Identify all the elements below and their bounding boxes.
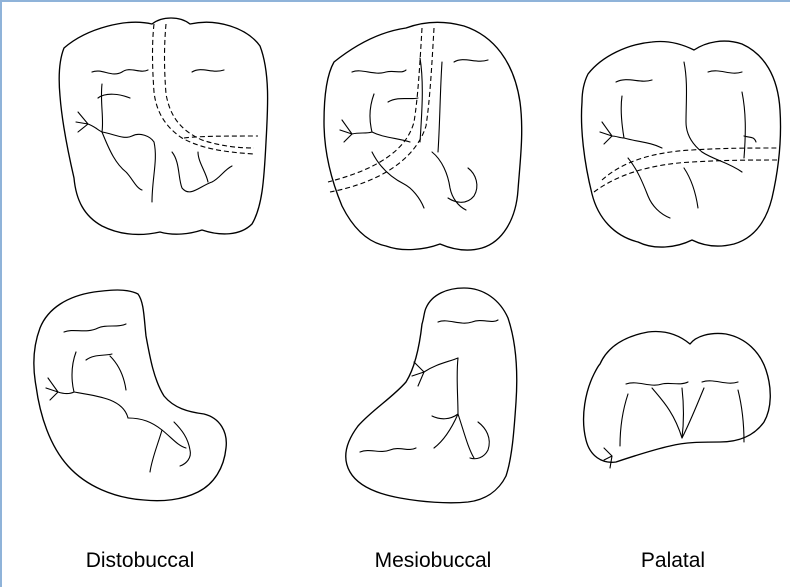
- caption-mesiobuccal: Mesiobuccal: [348, 549, 518, 573]
- caption-palatal: Palatal: [598, 549, 748, 573]
- palatal-proximal-tooth: [584, 332, 771, 469]
- mesiobuccal-occlusal-tooth: [324, 22, 522, 250]
- palatal-occlusal-tooth: [581, 41, 780, 247]
- distobuccal-occlusal-tooth: [59, 18, 267, 234]
- caption-distobuccal: Distobuccal: [60, 549, 220, 573]
- distobuccal-proximal-tooth: [34, 290, 226, 501]
- mesiobuccal-proximal-tooth: [346, 288, 517, 503]
- tooth-drawings: [2, 2, 790, 542]
